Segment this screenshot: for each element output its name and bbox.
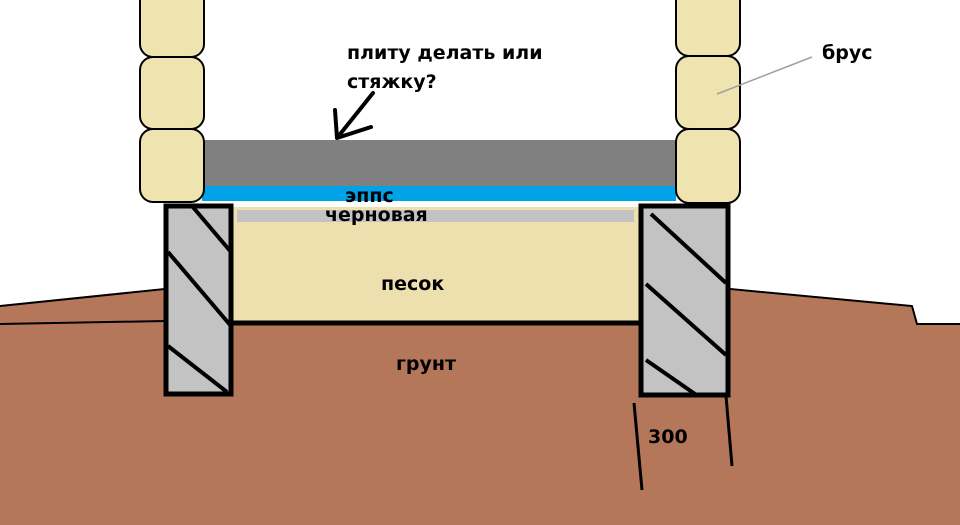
width-label: 300 [648,426,688,448]
ground-line-left [0,288,166,325]
foundation-wall-right [638,203,731,398]
epps-insulation-layer [202,186,676,201]
question-label-line2: стяжку? [347,71,437,93]
ground-slope-left [0,290,165,324]
soil-label: грунт [396,353,456,375]
ground-slope-right [730,290,917,324]
question-label-line1: плиту делать или [347,42,543,64]
screed-slab [204,140,676,186]
dimension-lines [632,395,734,491]
question-arrow [333,91,375,140]
timber-leader-line [716,56,813,95]
epps-label: эппс [345,185,394,207]
timber-wall-right [675,0,741,204]
timber-label: брус [822,42,873,64]
timber-wall-left [139,0,205,203]
subfloor-label: черновая [325,204,428,226]
sand-layer [231,207,641,324]
soil-region [0,324,960,525]
ground-line-right [729,288,960,325]
sand-label: песок [381,273,444,295]
subfloor-layer [237,210,634,222]
foundation-wall-left [163,203,234,397]
